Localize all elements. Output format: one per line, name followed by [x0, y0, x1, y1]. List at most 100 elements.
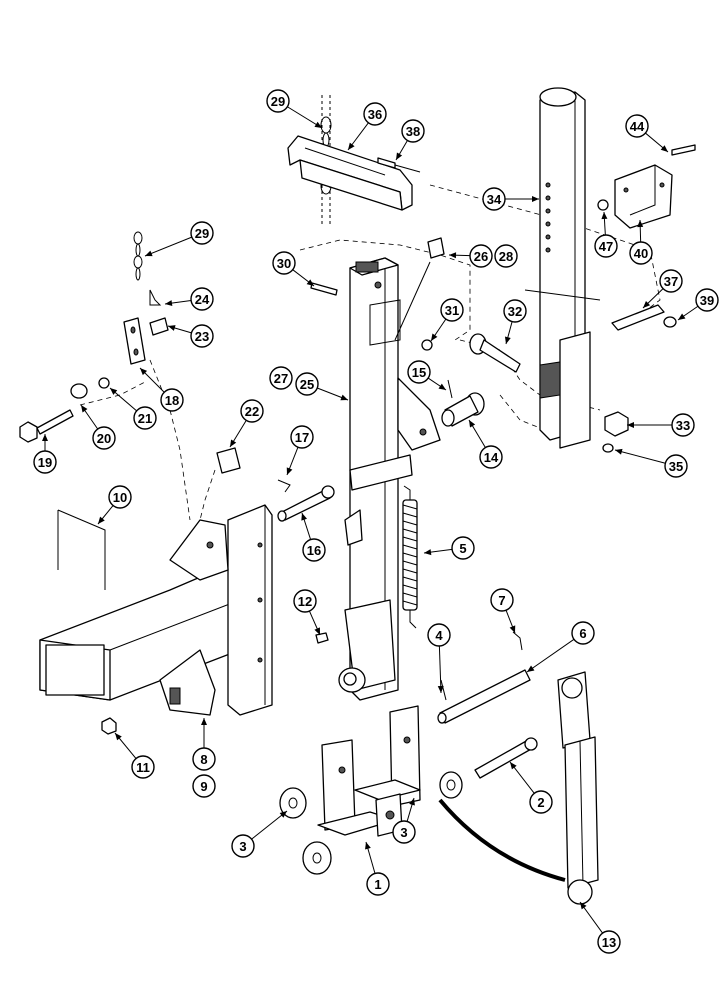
callout-number-c4: 4	[435, 628, 443, 643]
callout-circle-c47	[594, 234, 618, 258]
callout-circle-c23	[190, 324, 214, 348]
callout-number-c25: 25	[300, 377, 314, 392]
callout-arrowhead-c2	[510, 762, 517, 770]
hitch-frame	[39, 504, 273, 716]
callout-c29b: 29	[144, 221, 214, 257]
callout-number-c38: 38	[406, 124, 420, 139]
callout-c16: 16	[301, 512, 326, 562]
callout-circle-c44	[625, 114, 649, 138]
callout-circle-c15	[407, 360, 431, 384]
callout-arrowhead-c5	[424, 549, 432, 556]
callout-leader-c29b	[144, 236, 192, 257]
callout-c19: 19	[33, 434, 57, 474]
callout-circle-c31	[440, 298, 464, 322]
callout-number-c40: 40	[634, 246, 648, 261]
pin-2	[474, 737, 538, 779]
callout-number-c26: 26	[474, 249, 488, 264]
callout-number-c19: 19	[38, 455, 52, 470]
callout-c39: 39	[677, 288, 719, 321]
callout-number-c12: 12	[298, 594, 312, 609]
callout-c5: 5	[423, 536, 475, 560]
callout-arrowhead-c15	[438, 383, 446, 390]
callout-circle-c37	[659, 269, 683, 293]
callout-circle-c34	[482, 187, 506, 211]
callout-leader-c35	[614, 449, 666, 464]
bracket-36	[287, 135, 421, 211]
upper-tube-34	[524, 87, 601, 449]
callout-c36: 36	[347, 102, 387, 151]
callout-circle-c10	[108, 485, 132, 509]
callout-number-c44: 44	[630, 119, 645, 134]
callout-circle-c13	[597, 930, 621, 954]
callout-circle-c19	[33, 450, 57, 474]
callout-arrowhead-c40	[637, 220, 644, 228]
callout-arrowhead-c23	[168, 325, 176, 331]
callout-c44: 44	[625, 114, 669, 153]
callout-circle-c1	[366, 872, 390, 896]
callout-c40: 40	[629, 219, 653, 265]
callout-arrowhead-c32	[504, 336, 511, 344]
callout-number-c21: 21	[138, 411, 152, 426]
bolt-30	[310, 282, 338, 296]
callout-leader-c6	[526, 638, 575, 673]
callout-arrowhead-c3a	[409, 798, 415, 806]
callout-arrowhead-c6	[527, 665, 535, 672]
callout-circle-c18	[160, 388, 184, 412]
callout-arrowhead-c16	[301, 513, 308, 521]
callout-c30: 30	[272, 251, 315, 287]
callout-number-c31: 31	[445, 303, 459, 318]
callout-number-c32: 32	[508, 304, 522, 319]
callout-c18: 18	[139, 367, 184, 412]
base-bracket-1	[317, 705, 421, 837]
spring-5	[402, 485, 418, 629]
callout-circle-c32	[503, 299, 527, 323]
callout-arrowhead-c4	[437, 685, 444, 693]
callout-circle-c21	[133, 406, 157, 430]
callout-number-c3b: 3	[239, 839, 246, 854]
callout-circle-c5	[451, 536, 475, 560]
pin-16	[216, 447, 335, 522]
callout-c14: 14	[468, 419, 503, 469]
callout-c33: 33	[627, 413, 695, 437]
callout-circle-c29b	[190, 221, 214, 245]
callout-c28: 28	[494, 244, 518, 268]
callout-circle-c8	[192, 747, 216, 771]
washers-3	[279, 771, 463, 875]
callout-c13: 13	[579, 901, 621, 954]
callout-circle-c2	[529, 790, 553, 814]
callout-c12: 12	[293, 589, 321, 636]
strip-26	[394, 237, 445, 341]
callout-arrowhead-c19	[42, 434, 48, 441]
u-bolt-10	[57, 509, 106, 590]
callout-c17: 17	[286, 425, 314, 476]
callout-circle-c17	[290, 425, 314, 449]
callout-c47: 47	[594, 211, 618, 258]
callout-number-c2: 2	[537, 795, 544, 810]
callout-number-c28: 28	[499, 249, 513, 264]
callout-circle-c11	[131, 755, 155, 779]
callout-circle-c3b	[231, 834, 255, 858]
callout-circle-c3a	[392, 820, 416, 844]
small-hardware	[101, 631, 523, 735]
callout-arrowhead-c29a	[314, 121, 322, 128]
callout-c27: 27	[269, 366, 293, 390]
callout-circle-c12	[293, 589, 317, 613]
callout-circle-c36	[363, 102, 387, 126]
callout-circle-c35	[664, 454, 688, 478]
callout-c4: 4	[427, 623, 451, 694]
callout-number-c30: 30	[277, 256, 291, 271]
callout-arrowhead-c36	[348, 142, 355, 150]
callout-number-c15: 15	[412, 365, 426, 380]
callout-circle-c29a	[266, 89, 290, 113]
callout-circle-c26	[469, 244, 493, 268]
callout-arrowhead-c39	[678, 313, 686, 320]
callout-arrowhead-c18	[140, 368, 148, 376]
callout-leader-c3b	[251, 810, 288, 840]
callout-circle-c4	[427, 623, 451, 647]
bracket-40	[597, 144, 696, 229]
callout-arrowhead-c17	[286, 467, 293, 475]
callout-circle-c20	[92, 426, 116, 450]
callout-circle-c7	[490, 588, 514, 612]
callout-c10: 10	[97, 485, 132, 525]
callout-c2: 2	[509, 761, 553, 814]
